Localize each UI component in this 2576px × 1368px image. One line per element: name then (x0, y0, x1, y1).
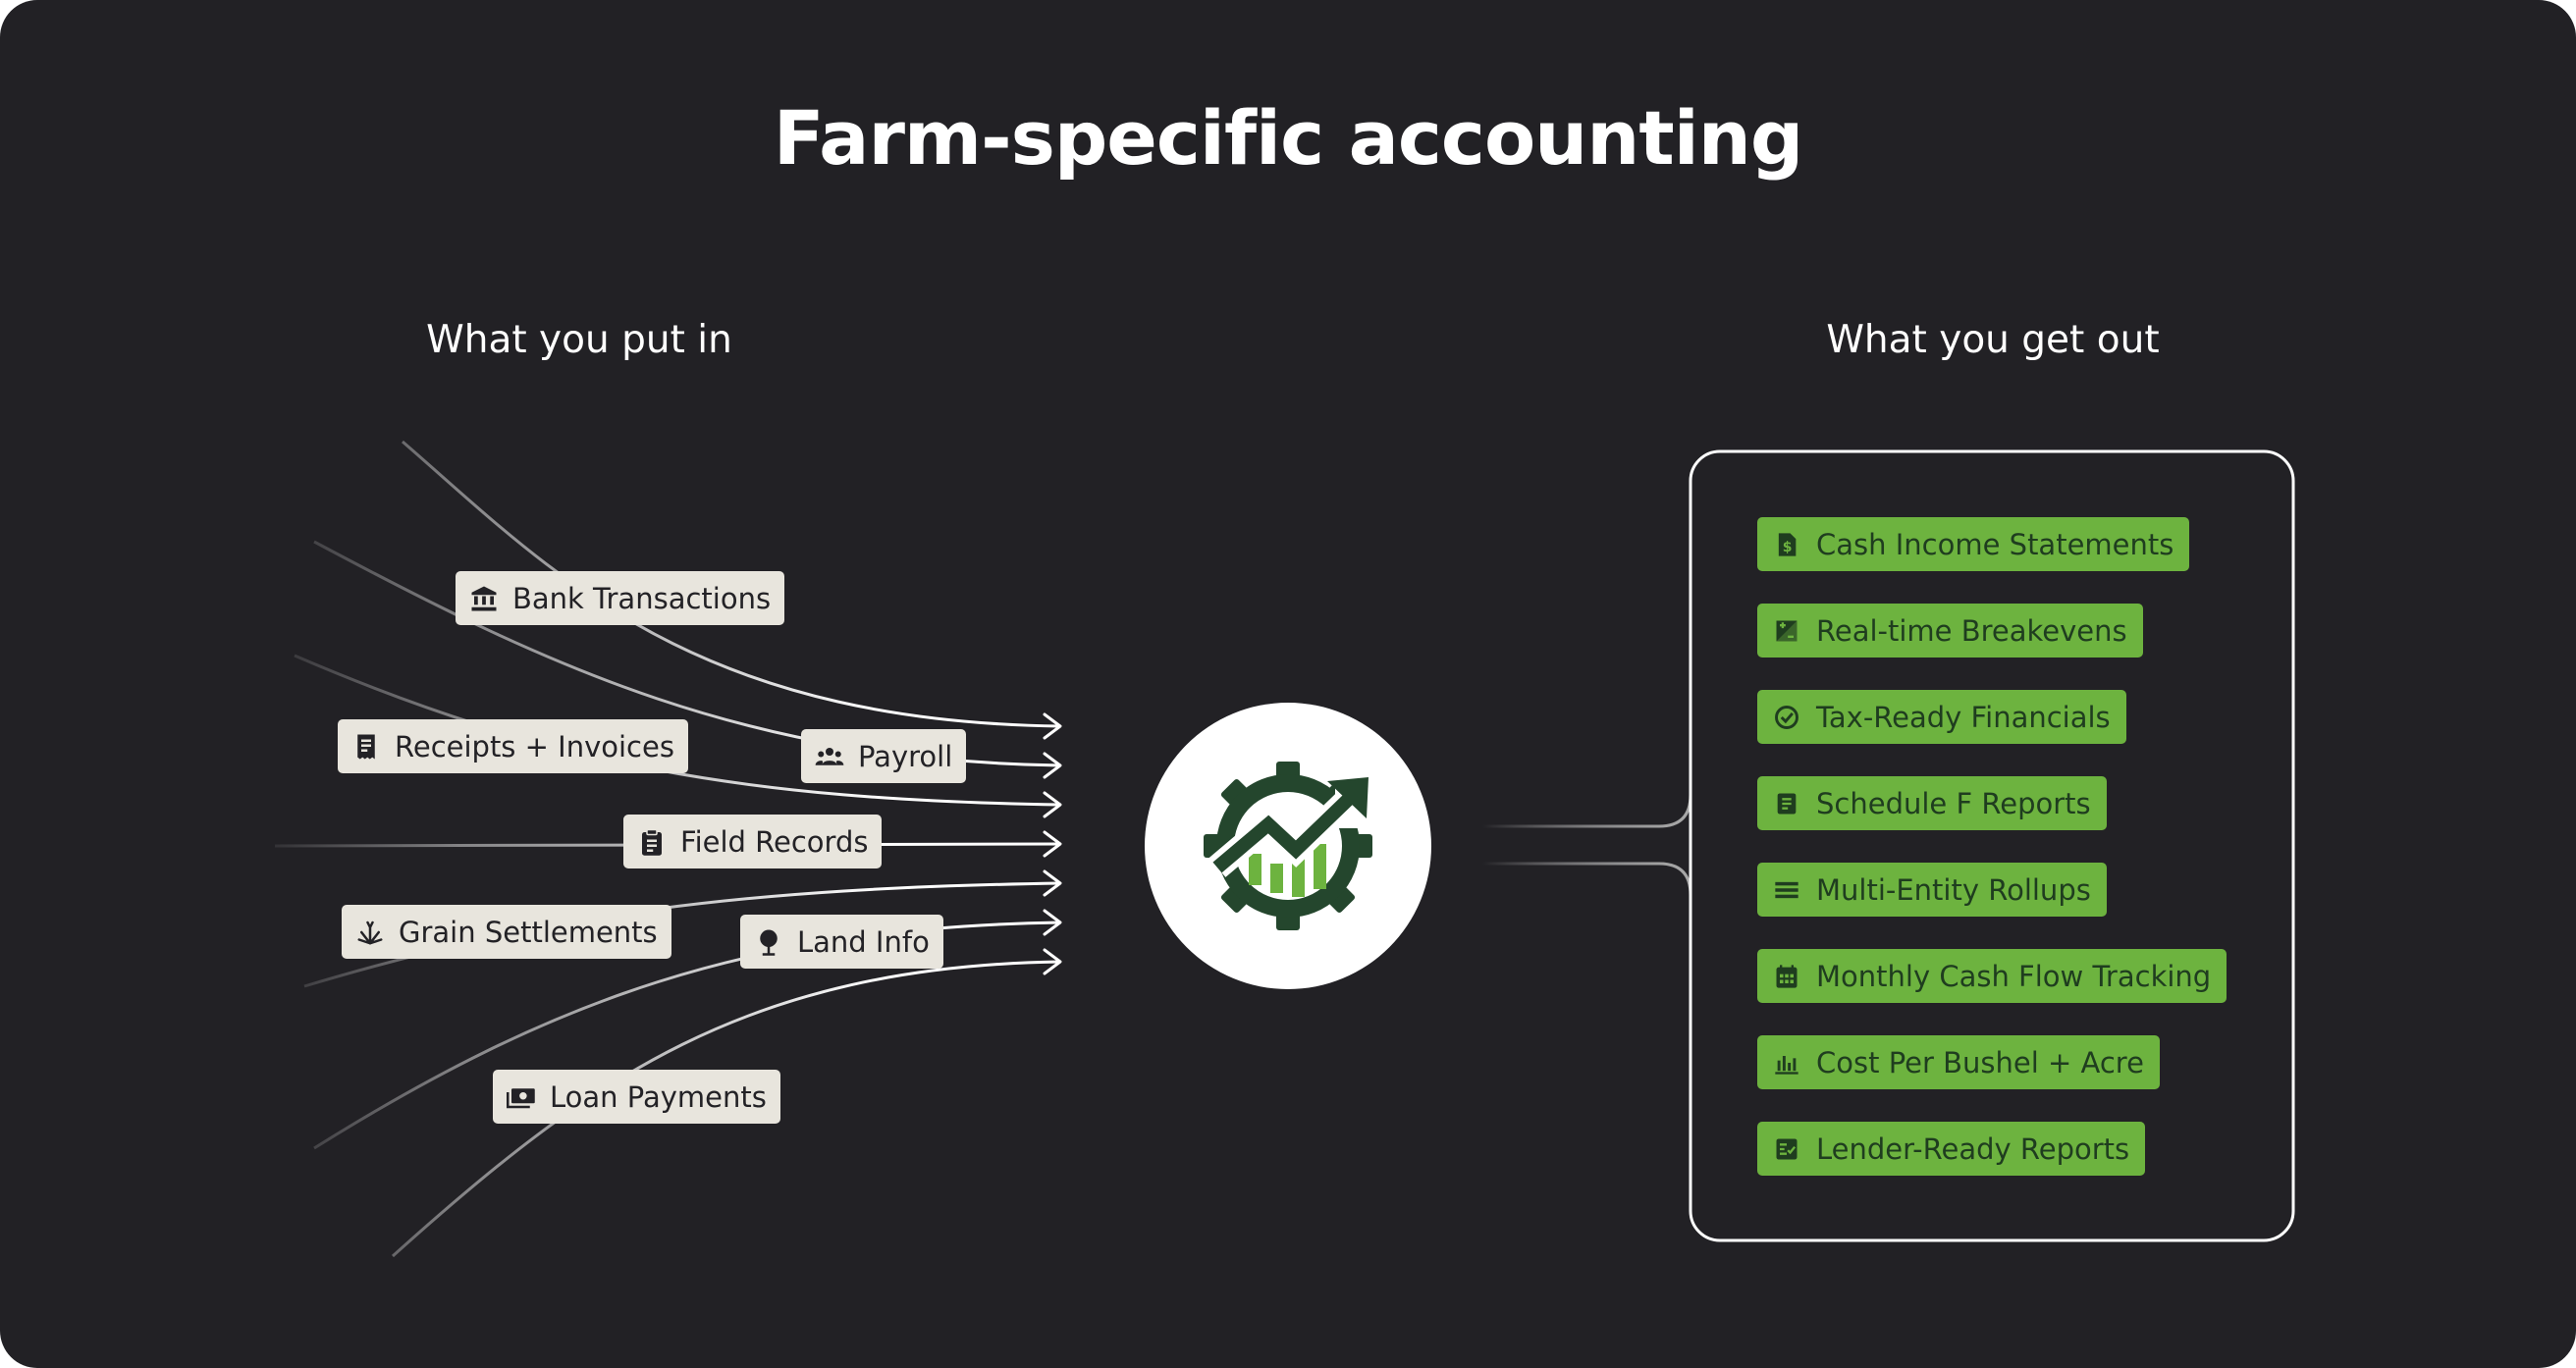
gear-growth-logo-icon (1204, 762, 1384, 930)
input-tag-field-records: Field Records (623, 815, 883, 868)
document-dollar-icon: $ (1778, 532, 1797, 556)
inputs-heading: What you put in (426, 318, 732, 362)
input-tag-land-info: Land Info (740, 915, 943, 969)
output-connectors (1482, 481, 1692, 1209)
output-tag-lender-ready-reports: Lender-Ready Reports (1757, 1122, 2146, 1176)
output-tag-cost-per-bushel-acre: Cost Per Bushel + Acre (1757, 1035, 2160, 1089)
connector-upper (1482, 481, 1692, 828)
outputs-heading: What you get out (1826, 318, 2160, 362)
grain-icon (357, 921, 383, 944)
arrowhead (1043, 791, 1062, 818)
clipboard-icon (642, 828, 662, 856)
arrowhead (1043, 830, 1062, 858)
input-tag-label: Receipts + Invoices (395, 729, 674, 763)
output-tag-label: Multi-Entity Rollups (1816, 872, 2091, 907)
input-tag-label: Land Info (797, 924, 930, 959)
flow-line-bank (402, 440, 1061, 728)
input-tag-label: Payroll (858, 739, 953, 773)
money-icon (507, 1087, 535, 1108)
input-tag-label: Field Records (680, 824, 869, 859)
checklist-icon (1776, 1138, 1798, 1159)
input-tag-grain-settlements: Grain Settlements (342, 905, 671, 959)
input-tag-label: Grain Settlements (399, 915, 658, 949)
arrowhead (1043, 712, 1062, 740)
input-tag-bank-transactions: Bank Transactions (456, 571, 785, 625)
input-tag-label: Loan Payments (550, 1079, 767, 1114)
output-tag-cash-income-statements: $ Cash Income Statements (1757, 517, 2190, 571)
input-tag-payroll: Payroll (801, 729, 967, 783)
arrowhead (1043, 909, 1062, 936)
calendar-icon (1776, 964, 1798, 988)
people-icon (815, 747, 844, 765)
hub-logo (1145, 703, 1431, 989)
arrowhead (1043, 948, 1062, 975)
bank-icon (471, 586, 497, 610)
output-tag-label: Tax-Ready Financials (1816, 700, 2111, 734)
output-tag-multi-entity-rollups: Multi-Entity Rollups (1757, 863, 2107, 917)
flow-line-loan (391, 960, 1061, 1258)
outputs-frame (1689, 449, 2295, 1242)
svg-text:$: $ (1783, 540, 1793, 555)
arrowhead (1043, 752, 1062, 779)
output-tag-label: Lender-Ready Reports (1816, 1131, 2130, 1166)
output-tag-label: Cash Income Statements (1816, 527, 2174, 561)
layers-icon (1775, 881, 1798, 898)
document-lines-icon (1777, 793, 1797, 814)
output-tag-schedule-f-reports: Schedule F Reports (1757, 776, 2107, 830)
input-tag-label: Bank Transactions (512, 581, 772, 615)
output-tag-real-time-breakevens: Real-time Breakevens (1757, 604, 2143, 658)
connector-lower (1482, 862, 1692, 1209)
check-circle-icon (1775, 705, 1798, 729)
tree-icon (760, 929, 778, 956)
page-title: Farm-specific accounting (773, 94, 1804, 182)
arrowhead (1043, 869, 1062, 897)
output-tag-label: Cost Per Bushel + Acre (1816, 1045, 2144, 1079)
input-tag-loan-payments: Loan Payments (493, 1070, 780, 1124)
output-tag-tax-ready-financials: Tax-Ready Financials (1757, 690, 2126, 744)
output-tag-monthly-cash-flow-tracking: Monthly Cash Flow Tracking (1757, 949, 2227, 1003)
output-tag-label: Real-time Breakevens (1816, 613, 2127, 648)
arrowheads (1043, 712, 1062, 975)
input-tag-receipts-invoices: Receipts + Invoices (338, 719, 688, 773)
bar-chart-icon (1775, 1055, 1798, 1075)
output-tag-label: Schedule F Reports (1816, 786, 2091, 820)
receipt-icon (357, 734, 375, 759)
breakeven-icon (1776, 620, 1798, 641)
output-tag-label: Monthly Cash Flow Tracking (1816, 959, 2212, 993)
